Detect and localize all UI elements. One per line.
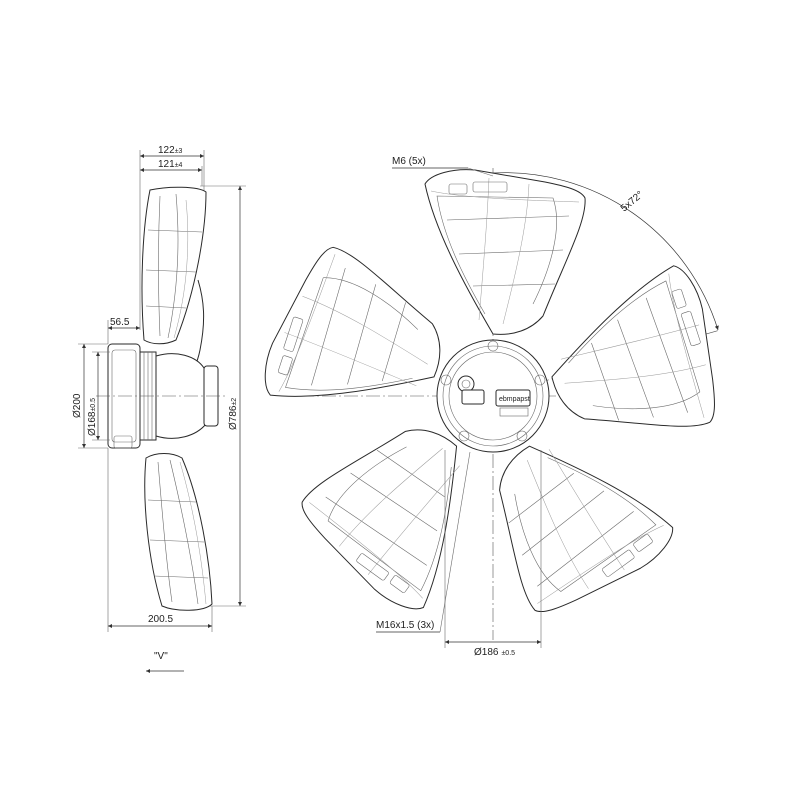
thread-m6: M6 (5x) (392, 156, 426, 167)
view-label: "V" (154, 651, 168, 662)
dim-121: 121±4 (158, 159, 183, 170)
dim-186: Ø186±0.5 (474, 647, 515, 658)
dim-200: Ø200 (72, 393, 83, 418)
dim-56-5: 56.5 (110, 317, 130, 328)
front-view: ebmpapst M6 (5x) 5x72° M16x1.5 (3x) Ø186… (256, 156, 738, 658)
blade-5 (256, 237, 464, 443)
dim-786: Ø786±2 (228, 398, 239, 430)
hub: ebmpapst (436, 339, 550, 453)
dim-200-5: 200.5 (148, 614, 173, 625)
dim-168: Ø168±0.5 (87, 398, 98, 436)
angle-label: 5x72° (619, 189, 646, 214)
side-view: 122±3 121±4 Ø786±2 (72, 145, 246, 674)
blade-2 (530, 260, 738, 466)
blade-1 (424, 169, 586, 335)
brand-label: ebmpapst (499, 396, 530, 403)
thread-m16: M16x1.5 (3x) (376, 620, 434, 631)
dim-122: 122±3 (158, 145, 183, 156)
